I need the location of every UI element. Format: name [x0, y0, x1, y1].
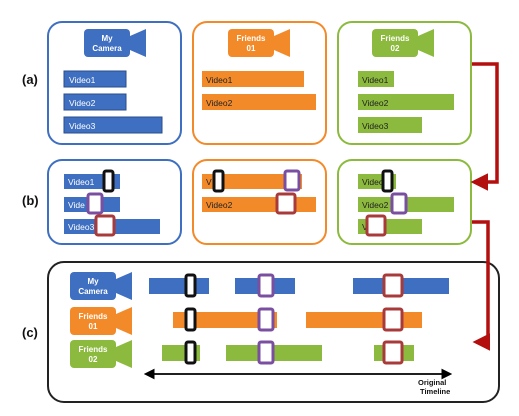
svg-text:01: 01	[247, 44, 256, 53]
row-label-c: (c)	[22, 325, 38, 340]
svg-text:Video1: Video1	[362, 177, 389, 187]
timeline-bar-friends01	[173, 312, 277, 328]
svg-text:Video1: Video1	[206, 75, 233, 85]
row-label-a: (a)	[22, 72, 38, 87]
camera-icon-friends02: Friends 02	[372, 29, 434, 57]
svg-text:Friends: Friends	[79, 345, 108, 354]
flow-arrow-b-to-c	[472, 220, 490, 351]
marker-red	[382, 340, 404, 365]
video-bar-a-mycam-1: Video1	[63, 70, 127, 88]
marker-red	[365, 214, 387, 237]
svg-text:Video3: Video3	[68, 222, 95, 232]
video-bar-a-f01-2: Video2	[202, 94, 316, 110]
camera-icon-my-camera: My Camera	[84, 29, 146, 57]
timeline-bar-friends01	[306, 312, 422, 328]
svg-text:Video2: Video2	[362, 98, 389, 108]
svg-text:Video1: Video1	[362, 75, 389, 85]
marker-purple	[257, 307, 275, 332]
marker-black	[184, 340, 197, 365]
svg-text:Video2: Video2	[206, 98, 233, 108]
svg-text:Video1: Video1	[69, 75, 96, 85]
svg-text:Vide: Vide	[68, 200, 85, 210]
marker-black	[102, 169, 115, 193]
svg-text:Video3: Video3	[362, 121, 389, 131]
svg-text:Camera: Camera	[78, 287, 108, 296]
video-bar-a-f02-3: Video3	[358, 117, 422, 133]
video-bar-a-f02-1: Video1	[358, 71, 394, 87]
svg-text:Friends: Friends	[381, 34, 410, 43]
timeline-label-line2: Timeline	[420, 387, 450, 396]
camera-icon-my-camera: My Camera	[70, 272, 132, 300]
camera-icon-friends01: Friends 01	[228, 29, 290, 57]
marker-red	[382, 307, 404, 332]
camera-icon-friends02: Friends 02	[70, 340, 132, 368]
svg-text:Video2: Video2	[206, 200, 233, 210]
marker-red	[382, 273, 404, 298]
marker-purple	[86, 192, 104, 215]
flow-arrow-a-to-b	[470, 62, 499, 191]
timeline-bar-mycam	[149, 278, 209, 294]
marker-black	[212, 169, 225, 193]
video-bar-a-mycam-3: Video3	[63, 116, 163, 134]
svg-text:01: 01	[89, 322, 98, 331]
marker-black	[184, 307, 197, 332]
svg-text:V: V	[362, 222, 368, 232]
svg-text:Video1: Video1	[68, 177, 95, 187]
marker-purple	[283, 169, 301, 192]
video-bar-b-f01-2: Video2	[202, 197, 316, 212]
svg-text:My: My	[101, 34, 113, 43]
camera-icon-friends01: Friends 01	[70, 307, 132, 335]
svg-text:Friends: Friends	[79, 312, 108, 321]
svg-text:Camera: Camera	[92, 44, 122, 53]
video-bar-a-f02-2: Video2	[358, 94, 454, 110]
marker-black	[184, 273, 197, 298]
timeline-label-line1: Original	[418, 378, 446, 387]
marker-purple	[390, 192, 408, 215]
svg-text:02: 02	[89, 355, 98, 364]
svg-text:Video3: Video3	[69, 121, 96, 131]
marker-purple	[257, 273, 275, 298]
row-label-b: (b)	[22, 193, 39, 208]
svg-text:Friends: Friends	[237, 34, 266, 43]
marker-black	[381, 169, 394, 193]
video-bar-a-mycam-2: Video2	[63, 93, 127, 111]
svg-text:02: 02	[391, 44, 400, 53]
panel-a-friends02	[337, 21, 472, 145]
svg-text:Video2: Video2	[69, 98, 96, 108]
marker-red	[275, 192, 297, 215]
marker-purple	[257, 340, 275, 365]
video-bar-a-f01-1: Video1	[202, 71, 304, 87]
marker-red	[94, 214, 116, 237]
svg-text:My: My	[87, 277, 99, 286]
svg-text:Video2: Video2	[362, 200, 389, 210]
